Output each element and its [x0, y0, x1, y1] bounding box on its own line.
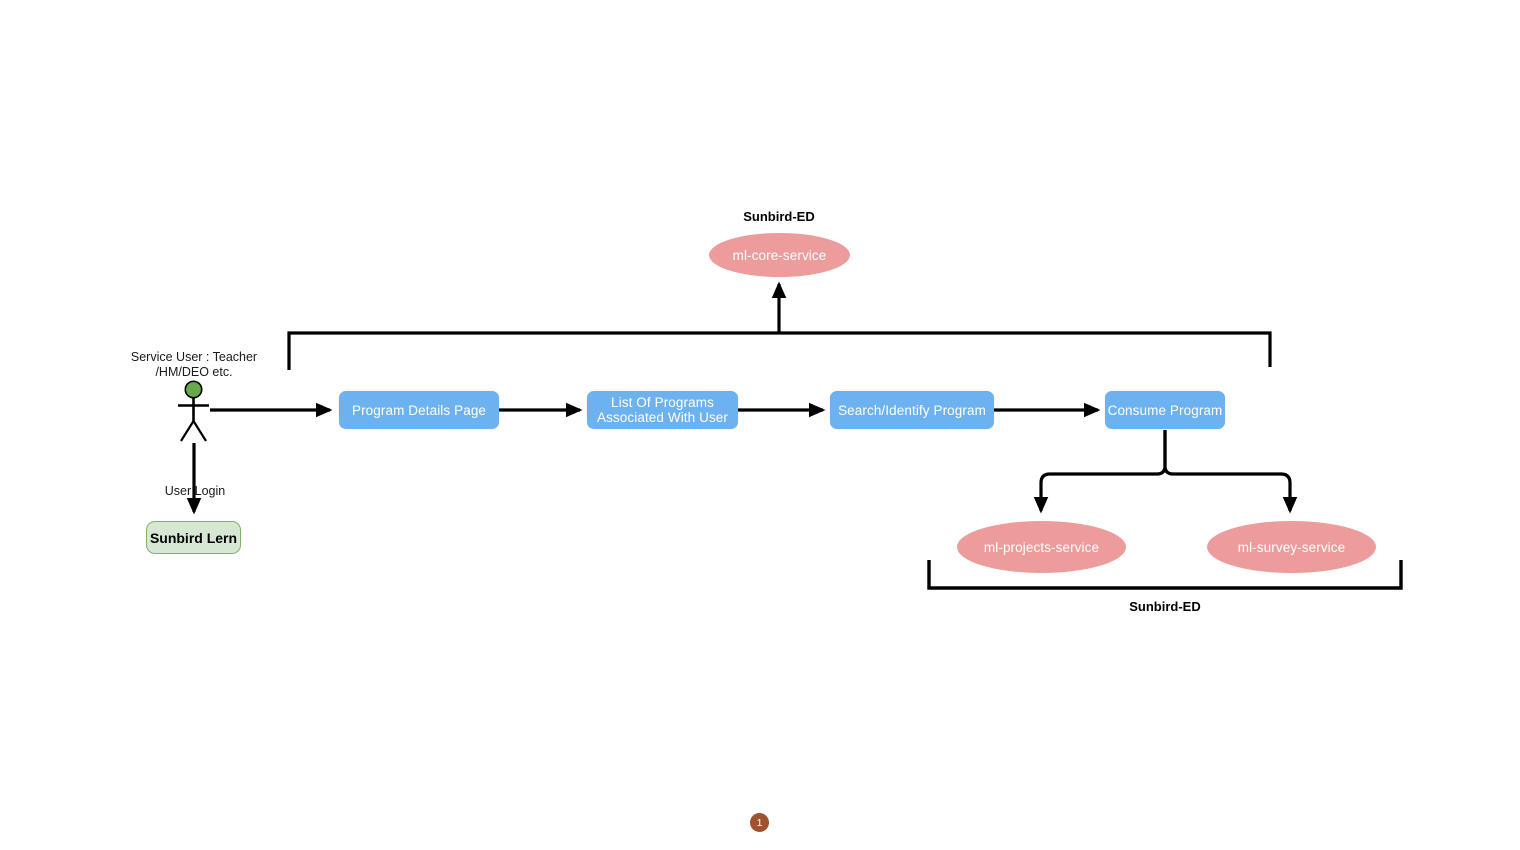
edge-consume-to-services	[1033, 430, 1298, 514]
node-list-of-programs[interactable]: List Of Programs Associated With User	[587, 391, 738, 429]
node-program-details-page[interactable]: Program Details Page	[339, 391, 499, 429]
actor-label: Service User : Teacher /HM/DEO etc.	[130, 350, 258, 379]
top-group-label: Sunbird-ED	[743, 209, 815, 224]
top-grouping-bracket	[287, 331, 1272, 370]
node-ml-survey-service[interactable]: ml-survey-service	[1207, 521, 1376, 573]
node-search-identify-program[interactable]: Search/Identify Program	[830, 391, 994, 429]
node-sunbird-lern[interactable]: Sunbird Lern	[146, 521, 241, 554]
node-consume-program[interactable]: Consume Program	[1105, 391, 1225, 429]
page-number-badge[interactable]: 1	[750, 813, 769, 832]
node-ml-projects-service[interactable]: ml-projects-service	[957, 521, 1126, 573]
bottom-group-label: Sunbird-ED	[1129, 599, 1201, 614]
user-login-edge-label: User Login	[164, 484, 226, 498]
node-ml-core-service[interactable]: ml-core-service	[709, 233, 850, 277]
actor-stick-figure	[178, 380, 209, 442]
